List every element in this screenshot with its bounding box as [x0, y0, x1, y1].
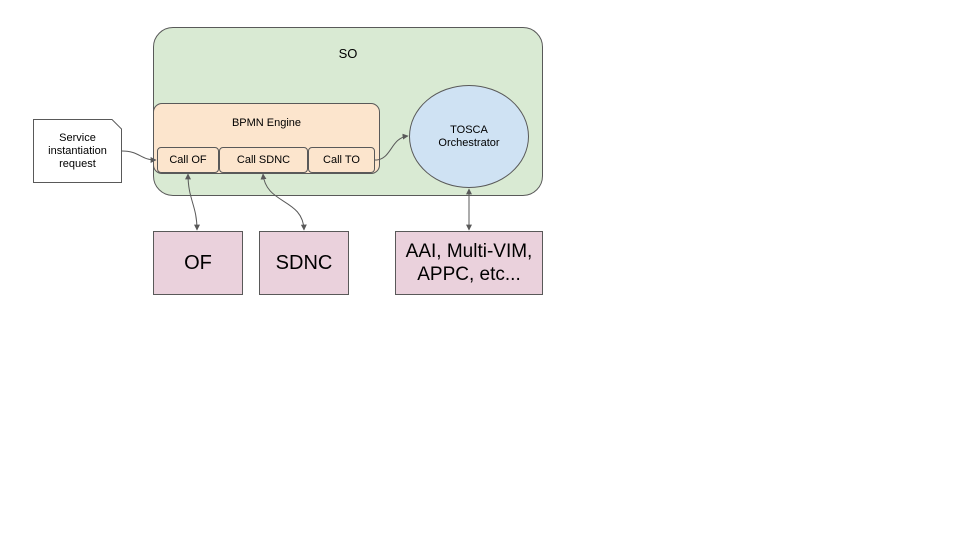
call-sdnc-box: Call SDNC — [219, 147, 308, 173]
document-shape — [33, 119, 122, 183]
request-line2: instantiation — [48, 144, 107, 157]
call-to-box: Call TO — [308, 147, 375, 173]
request-to-call-of-arrow — [121, 150, 157, 163]
bpmn-engine-label: BPMN Engine — [231, 117, 302, 129]
aai-multivim-appc-box: AAI, Multi-VIM, APPC, etc... — [395, 231, 543, 295]
sdnc-box: SDNC — [259, 231, 349, 295]
so-label: SO — [338, 46, 358, 61]
tosca-label-line1: TOSCA — [450, 123, 488, 136]
tosca-orchestrator-node: TOSCA Orchestrator — [409, 85, 529, 188]
call-to-to-tosca-arrow — [374, 133, 409, 161]
of-box: OF — [153, 231, 243, 295]
request-line1: Service — [59, 131, 96, 144]
service-request-document: Service instantiation request — [33, 119, 122, 183]
aai-line2: APPC, etc... — [417, 264, 521, 285]
tosca-label-line2: Orchestrator — [438, 136, 500, 149]
call-of-box: Call OF — [157, 147, 219, 173]
aai-line1: AAI, Multi-VIM, — [405, 241, 533, 262]
call-sdnc-to-sdnc-arrow — [260, 173, 307, 231]
request-line3: request — [59, 157, 96, 170]
call-of-to-of-arrow — [185, 173, 200, 231]
